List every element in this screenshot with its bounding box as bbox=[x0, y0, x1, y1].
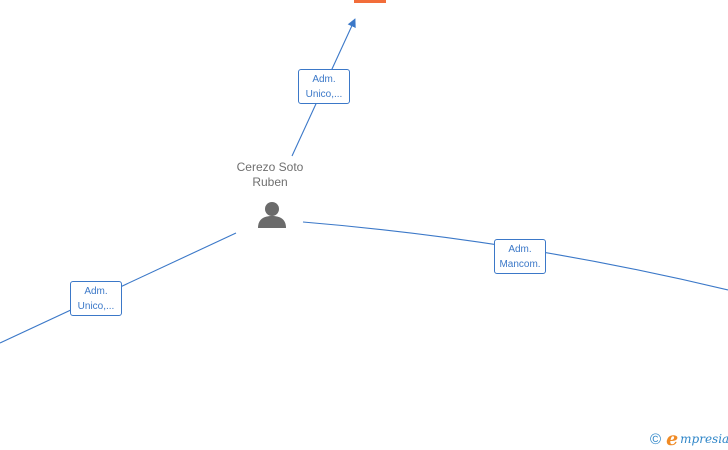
person-name-line2: Ruben bbox=[252, 175, 288, 189]
relation-label-right[interactable]: Adm. Mancom. bbox=[494, 239, 546, 274]
copyright-icon: © bbox=[650, 430, 662, 448]
brand-logo-initial: e bbox=[666, 428, 679, 450]
relation-label-line2: Unico,... bbox=[77, 301, 115, 312]
relation-label-line1: Adm. bbox=[508, 244, 532, 255]
relation-label-left[interactable]: Adm. Unico,... bbox=[70, 281, 122, 316]
relation-label-line2: Unico,... bbox=[305, 89, 343, 100]
person-icon[interactable] bbox=[256, 201, 288, 229]
relation-label-top[interactable]: Adm. Unico,... bbox=[298, 69, 350, 104]
relation-label-line2: Mancom. bbox=[499, 259, 541, 270]
company-node[interactable] bbox=[354, 0, 386, 3]
person-name-line1: Cerezo Soto bbox=[236, 160, 304, 174]
relation-label-line1: Adm. bbox=[84, 286, 108, 297]
brand-logo-text: mpresia bbox=[680, 432, 728, 446]
relation-label-line1: Adm. bbox=[312, 74, 336, 85]
person-name[interactable]: Cerezo Soto Ruben bbox=[220, 160, 320, 190]
brand-logo: © e mpresia bbox=[650, 428, 728, 450]
